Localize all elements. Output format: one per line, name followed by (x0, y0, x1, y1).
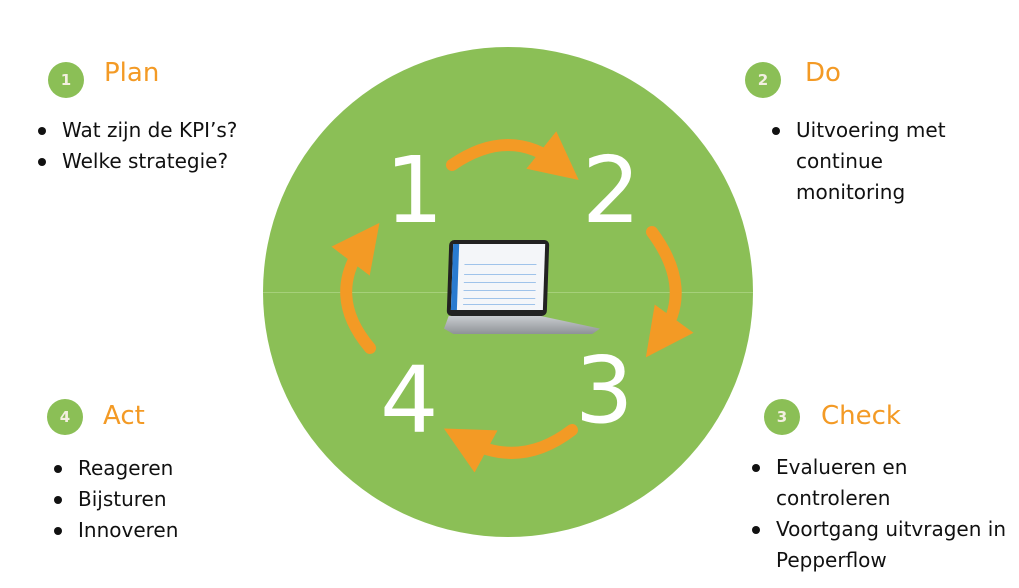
arrow-2-to-3 (645, 226, 694, 358)
bullet: Evalueren en controleren (752, 452, 926, 514)
step-badge-plan: 1 (48, 62, 84, 98)
bullet: Bijsturen (54, 484, 178, 515)
bullet: Welke strategie? (38, 146, 237, 177)
bullet: Voortgang uitvragen in Pepperflow (752, 514, 1012, 576)
plan-bullets: Wat zijn de KPI’s? Welke strategie? (38, 115, 237, 177)
step-badge-act: 4 (47, 399, 83, 435)
cycle-number-3: 3 (575, 337, 634, 444)
step-title-do: Do (805, 58, 841, 88)
step-title-check: Check (821, 401, 901, 431)
check-bullets: Evalueren en controleren Voortgang uitvr… (752, 452, 1012, 576)
do-bullets: Uitvoering met continue monitoring (772, 115, 972, 208)
bullet: Reageren (54, 453, 178, 484)
act-bullets: Reageren Bijsturen Innoveren (54, 453, 178, 546)
bullet: Uitvoering met continue monitoring (772, 115, 972, 208)
cycle-number-4: 4 (380, 347, 439, 454)
arrow-1-to-2 (446, 131, 579, 180)
step-badge-check: 3 (764, 399, 800, 435)
bullet: Wat zijn de KPI’s? (38, 115, 237, 146)
cycle-number-2: 2 (582, 137, 641, 244)
arrow-4-to-1 (331, 222, 380, 354)
step-title-plan: Plan (104, 58, 160, 88)
laptop-image (444, 240, 604, 340)
step-title-act: Act (103, 401, 145, 431)
bullet: Innoveren (54, 515, 178, 546)
step-badge-do: 2 (745, 62, 781, 98)
cycle-number-1: 1 (385, 137, 444, 244)
arrow-3-to-4 (443, 424, 578, 473)
